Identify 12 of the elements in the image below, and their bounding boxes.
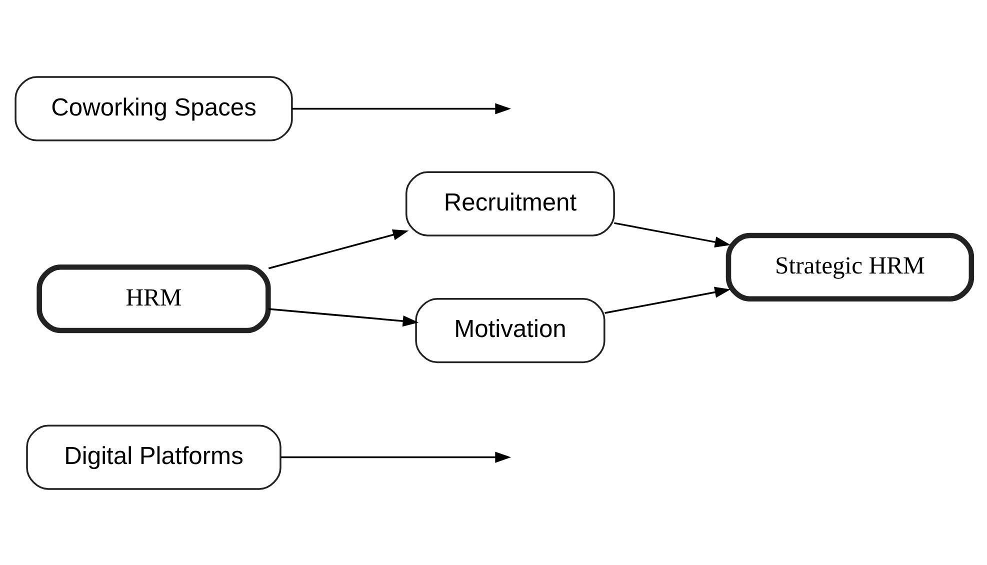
arrow [614, 222, 731, 248]
node-box: HRM [36, 264, 271, 333]
node-box: Coworking Spaces [14, 76, 293, 141]
node-box: Recruitment [405, 170, 615, 236]
node-box: Motivation [415, 297, 606, 363]
arrow [268, 228, 409, 269]
node-box: Digital Platforms [26, 424, 282, 490]
arrow [292, 102, 512, 114]
arrow [268, 308, 419, 326]
node-box: Strategic HRM [726, 232, 974, 301]
arrow [280, 451, 512, 462]
arrow [604, 286, 731, 314]
